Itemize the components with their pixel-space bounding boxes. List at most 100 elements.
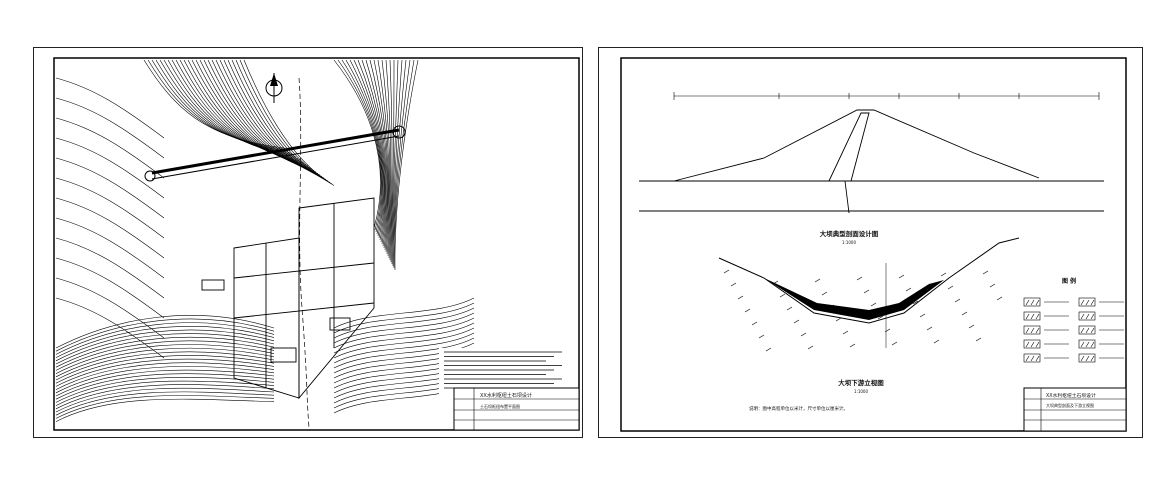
contour-line: [393, 59, 415, 269]
north-arrow-icon: [265, 73, 283, 103]
rock-hatch-mark: [877, 315, 884, 320]
contour-line: [55, 77, 165, 139]
legend-swatch-hatch: [1030, 355, 1035, 362]
contour-line: [55, 137, 165, 199]
contour-line: [55, 318, 275, 352]
legend-swatch-hatch: [1035, 327, 1040, 334]
river-centerline: [298, 77, 310, 429]
rock-hatch-mark: [758, 334, 765, 339]
legend-swatch: [1078, 339, 1096, 349]
contour-line: [345, 59, 383, 235]
contour-line: [333, 297, 475, 329]
rock-hatch-mark: [856, 276, 863, 281]
legend-swatch-hatch: [1025, 313, 1030, 320]
legend-title: 图 例: [1062, 277, 1076, 285]
rock-hatch-mark: [947, 285, 954, 290]
dam-section-drawing: 大坝典型剖面设计图 1:1000 大坝下游立视图 1:1000 说明：图中高程单…: [620, 57, 1127, 432]
contour-line: [55, 362, 275, 390]
legend-swatch: [1078, 297, 1096, 307]
contour-line: [333, 312, 475, 344]
spillway-structures: [201, 197, 375, 400]
contour-line: [377, 59, 390, 251]
contour-line: [55, 217, 165, 279]
legend-swatch-hatch: [1080, 313, 1085, 320]
contour-line: [55, 384, 275, 410]
contour-line: [55, 97, 165, 159]
legend-swatch-hatch: [1035, 341, 1040, 348]
rock-hatch-mark: [912, 300, 919, 305]
cross-section-title: 大坝典型剖面设计图: [820, 229, 879, 238]
legend-swatch-hatch: [1085, 313, 1090, 320]
rock-hatch-mark: [814, 278, 821, 283]
rock-hatch-mark: [961, 311, 968, 316]
inner-frame: [620, 57, 1127, 432]
cross-section-scale: 1:1000: [842, 240, 857, 245]
legend-swatch: [1023, 311, 1041, 321]
contour-line: [55, 326, 275, 358]
rock-hatch-mark: [800, 332, 807, 337]
legend-swatch-hatch: [1080, 341, 1085, 348]
contour-line: [333, 59, 381, 229]
rock-hatch-mark: [891, 341, 898, 346]
contour-line: [365, 59, 387, 245]
contour-line: [55, 315, 275, 349]
legend-swatch-hatch: [1085, 327, 1090, 334]
title-block-project: XX水利枢纽土石坝设计: [480, 392, 532, 399]
legend: 图 例: [1023, 277, 1124, 363]
contour-line: [55, 117, 165, 179]
contour-line: [55, 237, 165, 299]
rock-hatch-mark: [870, 302, 877, 307]
contour-line: [387, 59, 393, 257]
rock-hatch-mark: [989, 283, 996, 288]
rock-hatch-mark: [723, 269, 730, 274]
legend-swatch-hatch: [1090, 299, 1095, 306]
contour-line: [389, 59, 399, 261]
contour-line: [239, 59, 333, 185]
legend-swatch-hatch: [1080, 299, 1085, 306]
rock-hatch-mark: [863, 289, 870, 294]
contour-line: [55, 257, 165, 319]
rock-hatch-mark: [975, 337, 982, 342]
legend-swatch-hatch: [1080, 327, 1085, 334]
rock-hatch-mark: [765, 347, 772, 352]
contour-line: [55, 177, 165, 239]
legend-swatch-hatch: [1085, 299, 1090, 306]
contour-line: [55, 377, 275, 403]
inner-frame: [53, 57, 580, 431]
rock-hatch-mark: [821, 291, 828, 296]
contour-line: [235, 59, 331, 183]
rock-hatch-mark: [772, 280, 779, 285]
downstream-view: [718, 237, 1020, 352]
legend-swatch-hatch: [1030, 299, 1035, 306]
contour-line: [55, 395, 275, 419]
rock-hatch-mark: [919, 313, 926, 318]
legend-swatch-hatch: [1090, 355, 1095, 362]
legend-swatch: [1078, 325, 1096, 335]
contour-line: [55, 277, 165, 339]
title-block: XX水利枢纽土石坝设计 大坝典型剖面及下游立视图: [1023, 387, 1127, 432]
rock-hatch-mark: [849, 343, 856, 348]
rock-hatch-mark: [905, 287, 912, 292]
contour-line: [55, 322, 275, 355]
contour-lines: [55, 59, 475, 422]
layout-plan-drawing: XX水利枢纽土石坝设计 土石坝枢纽布置平面图: [53, 57, 580, 431]
contour-line: [55, 157, 165, 219]
contour-line: [390, 59, 403, 263]
rock-hatch-mark: [751, 321, 758, 326]
legend-swatch: [1078, 353, 1096, 363]
contour-line: [333, 332, 475, 364]
contour-line: [55, 373, 275, 400]
contour-line: [195, 59, 311, 168]
rock-hatch-mark: [982, 270, 989, 275]
drawing-note: 说明：图中高程单位以米计，尺寸单位以厘米计。: [749, 405, 848, 412]
dam-cross-section: [639, 109, 1104, 214]
rock-hatch-mark: [744, 308, 751, 313]
contour-line: [394, 59, 419, 271]
contour-line: [55, 387, 275, 413]
rock-hatch-mark: [786, 306, 793, 311]
contour-line: [333, 307, 475, 339]
contour-line: [55, 347, 275, 378]
legend-swatch: [1023, 339, 1041, 349]
downstream-view-scale: 1:1000: [854, 389, 869, 394]
contour-line: [55, 333, 275, 365]
